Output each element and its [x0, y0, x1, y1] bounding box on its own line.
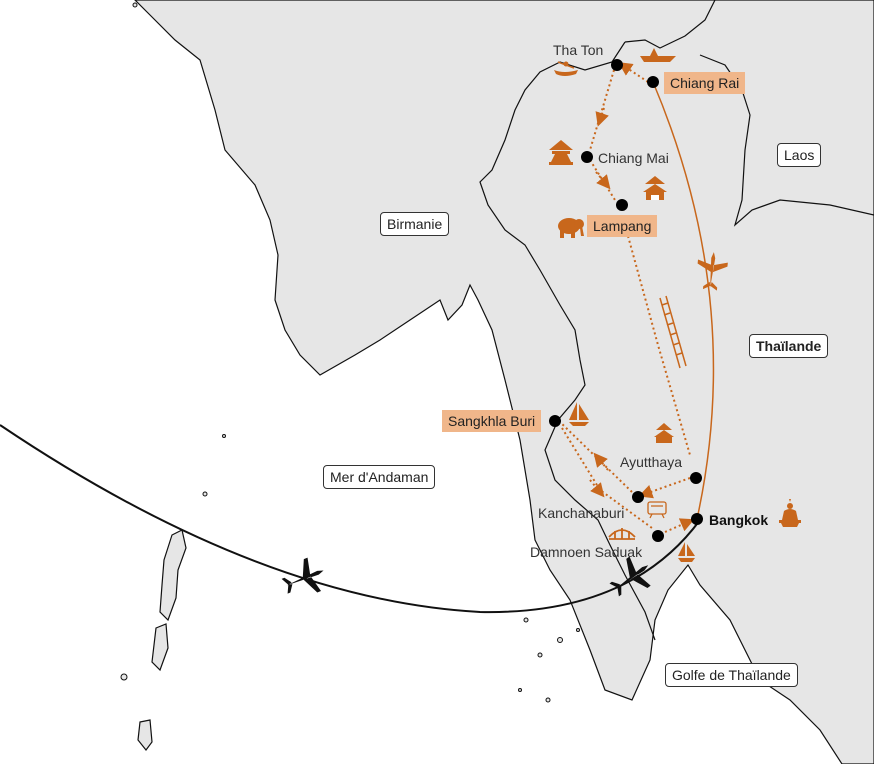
rafting-icon — [554, 61, 578, 76]
pagoda-icon — [643, 176, 667, 200]
domestic-flight-path — [652, 81, 715, 520]
dot-ayutthaya — [690, 472, 702, 484]
dot-chiang-rai — [647, 76, 659, 88]
city-markers — [549, 59, 703, 542]
andaman-island-north — [159, 529, 187, 622]
route-arrow-thaton — [595, 107, 609, 127]
city-label-kanchanaburi: Kanchanaburi — [538, 505, 625, 521]
city-label-bangkok: Bangkok — [709, 512, 769, 528]
city-label-lampang: Lampang — [587, 215, 658, 237]
city-label-tha-ton: Tha Ton — [553, 42, 604, 58]
dot-lampang — [616, 199, 628, 211]
city-label-ayutthaya: Ayutthaya — [620, 454, 683, 470]
sailboat-icon — [678, 542, 695, 562]
small-islets — [120, 2, 580, 703]
dot-sangkhla-buri — [549, 415, 561, 427]
dot-chiang-mai — [581, 151, 593, 163]
dot-bangkok — [691, 513, 703, 525]
dot-tha-ton — [611, 59, 623, 71]
plane-icon — [697, 252, 728, 291]
region-label-birmanie: Birmanie — [380, 212, 450, 236]
city-label-sangkhla-buri: Sangkhla Buri — [442, 410, 542, 432]
dot-damnoen-saduak — [652, 530, 664, 542]
pagoda-icon — [654, 423, 674, 443]
region-label-thailande: Thaïlande — [749, 334, 829, 358]
region-label-laos: Laos — [777, 143, 822, 167]
andaman-island-south — [137, 719, 153, 751]
route-thaton-chiangmai — [589, 69, 615, 151]
andaman-island-middle — [151, 623, 169, 672]
train-icon — [659, 295, 687, 369]
plane-icon — [609, 556, 651, 597]
plane-icon — [281, 557, 324, 594]
border-thailand-laos — [624, 0, 716, 49]
buddha-icon — [779, 499, 801, 527]
bridge-icon — [608, 528, 636, 540]
route-damnoen-bangkok — [664, 518, 695, 533]
sailboat-icon — [569, 402, 589, 426]
region-label-mer-andaman: Mer d'Andaman — [323, 465, 436, 489]
temple-icon — [549, 140, 573, 165]
mainland-landmass — [134, 0, 874, 764]
city-label-damnoen-saduak: Damnoen Saduak — [530, 544, 643, 560]
border-myanmar-thailand — [479, 41, 656, 641]
city-label-chiang-rai: Chiang Rai — [664, 72, 746, 94]
elephant-icon — [558, 218, 584, 238]
boat-icon — [640, 48, 676, 62]
land-routes — [559, 62, 695, 533]
city-label-chiang-mai: Chiang Mai — [598, 150, 669, 166]
train-icon — [647, 501, 667, 519]
region-label-golfe: Golfe de Thaïlande — [665, 663, 798, 687]
dot-kanchanaburi — [632, 491, 644, 503]
route-sangkhla-damnoen — [561, 427, 653, 529]
